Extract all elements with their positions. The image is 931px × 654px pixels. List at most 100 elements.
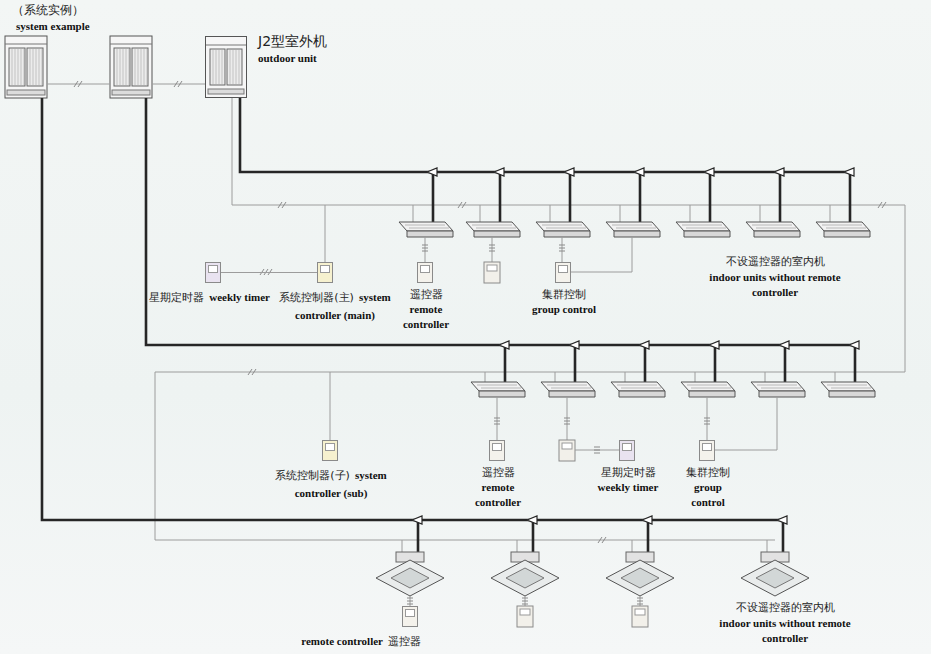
cassette-louver: [682, 225, 722, 226]
controller-display: [208, 265, 218, 273]
controller-display: [320, 265, 330, 273]
wire-mark: [564, 421, 570, 422]
wire-mark: [637, 604, 643, 605]
label-text: 星期定时器: [149, 291, 204, 304]
controller-wire: [330, 372, 331, 440]
remote-controller-box: [632, 606, 648, 627]
node-label: 星期定时器weekly timer: [583, 465, 673, 495]
wire-mark: [637, 598, 643, 599]
grille-bar: [147, 49, 148, 85]
wire-mark: [458, 202, 462, 208]
grille-bar: [42, 49, 43, 85]
label-text: weekly timer: [583, 480, 673, 495]
caption-label: 不设遥控器的室内机: [710, 600, 860, 615]
outdoor-unit: J2型室外机outdoor unit: [205, 36, 247, 98]
cassette-top: [471, 382, 525, 391]
signal-connector: [221, 272, 317, 273]
grille-bar: [33, 49, 34, 85]
caption-label: system example: [16, 19, 136, 34]
label-text: 遥控器: [388, 635, 421, 648]
outdoor-unit-panel: [110, 44, 152, 45]
indoor-unit-cassette: [471, 382, 525, 397]
refrigerant-pipe: [779, 172, 782, 222]
branch-joint: [494, 168, 504, 176]
remote-controller-box: [517, 606, 533, 627]
remote-controller-box: [559, 440, 575, 461]
grille-bar: [138, 49, 139, 85]
wire-mark: [282, 202, 286, 208]
branch-joint: [642, 516, 652, 524]
controller-display: [492, 443, 502, 451]
label-text: weekly timer: [209, 291, 270, 303]
transmission-wire: [152, 84, 205, 85]
cassette-front: [619, 391, 665, 397]
label-text: 集群控制: [678, 465, 738, 480]
branch-joint: [849, 341, 859, 349]
diagram-title: （系统实例）: [12, 3, 84, 18]
outdoor-unit-panel: [206, 45, 246, 46]
remote-controller-box: [484, 262, 500, 283]
branch-joint: [639, 341, 649, 349]
node-label: 遥控器remote controller: [389, 287, 463, 332]
cassette-louver: [752, 225, 792, 226]
label-text: 系统控制器(主): [279, 291, 354, 304]
indoor-unit-cassette: [541, 382, 595, 397]
remote-wire: [425, 237, 426, 262]
cassette-top: [816, 222, 870, 231]
remote-wire: [562, 237, 563, 262]
grille-bar: [21, 49, 22, 85]
fan-grille: [210, 49, 225, 85]
wire-mark: [407, 601, 413, 602]
branch-joint: [499, 341, 509, 349]
grille-bar: [123, 49, 124, 85]
cassette-top: [611, 382, 665, 391]
controller-display: [558, 265, 568, 273]
indoor-unit-cassette: [466, 222, 520, 237]
remote-wire: [492, 237, 493, 262]
branch-joint: [774, 168, 784, 176]
cassette-top: [399, 222, 453, 231]
remote-display: [562, 443, 572, 449]
remote-controller: 遥控器remote controller: [417, 262, 433, 283]
cassette-front: [407, 231, 453, 237]
wire-mark: [422, 248, 428, 249]
wire-mark: [489, 245, 495, 246]
refrigerant-pipe: [240, 98, 850, 172]
grille-bar: [24, 49, 25, 85]
group-control: 集群控制group control: [699, 440, 715, 461]
grille-bar: [30, 49, 31, 85]
grille-bar: [39, 49, 40, 85]
label-text: remote controller: [301, 635, 383, 647]
cassette-front: [474, 231, 520, 237]
label-text: 遥控器: [389, 287, 463, 302]
grille-bar: [15, 49, 16, 85]
grille-bar: [230, 50, 231, 84]
outdoor-unit-parts: [206, 45, 246, 94]
caption-label: indoor units without remote controller: [715, 616, 855, 646]
controller-display: [405, 609, 415, 617]
label-text: 星期定时器: [583, 465, 673, 480]
indoor-unit-cassette: [751, 382, 805, 397]
wire-mark: [878, 202, 882, 208]
controller-display: [420, 265, 430, 273]
refrigerant-pipe: [854, 345, 857, 382]
cassette-grille: [506, 568, 544, 588]
fan-grille: [132, 48, 148, 86]
indoor-unit-cassette: [676, 222, 730, 237]
branch-joint: [412, 516, 422, 524]
cassette-louver: [551, 388, 591, 389]
outdoor-unit-base: [208, 89, 244, 94]
cassette-louver: [621, 388, 661, 389]
label-text: 集群控制: [516, 287, 612, 302]
signal-wire: [620, 205, 621, 222]
cassette-top: [676, 222, 730, 231]
indoor-unit-cassette: [746, 222, 800, 237]
signal-wire: [155, 372, 855, 540]
weekly-timer: 星期定时器weekly timer: [619, 440, 635, 461]
cassette-front: [614, 231, 660, 237]
cassette-panel: [606, 560, 674, 596]
refrigerant-pipe: [784, 345, 787, 382]
wire-mark: [637, 601, 643, 602]
